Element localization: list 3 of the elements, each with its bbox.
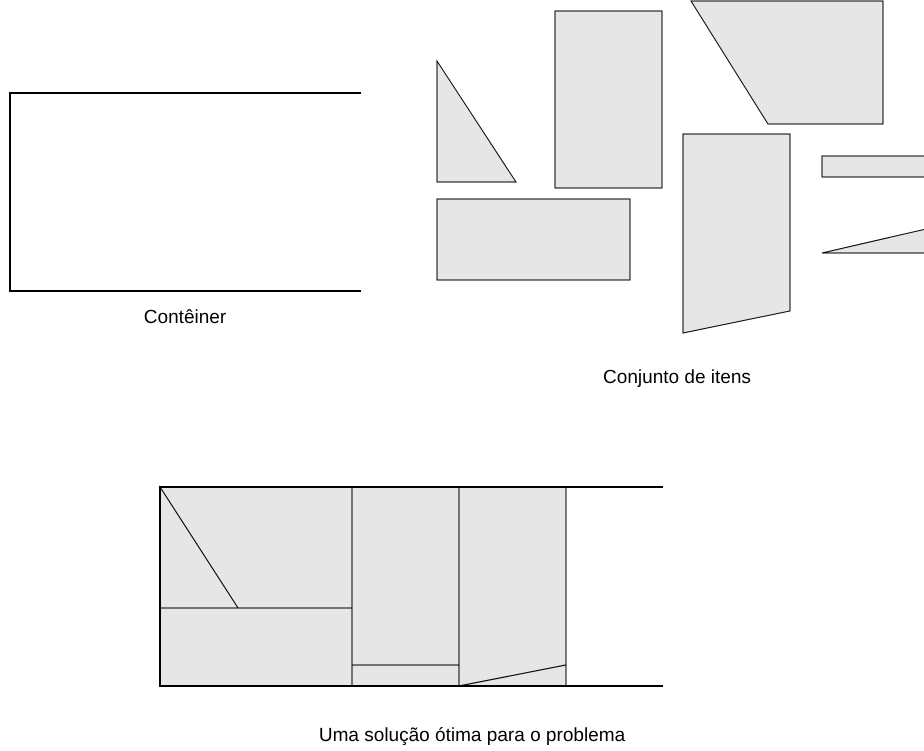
caption: Uma solução ótima para o problema xyxy=(318,725,626,747)
caption: Conjunto de itens xyxy=(603,367,751,389)
caption: Contêiner xyxy=(144,307,226,329)
